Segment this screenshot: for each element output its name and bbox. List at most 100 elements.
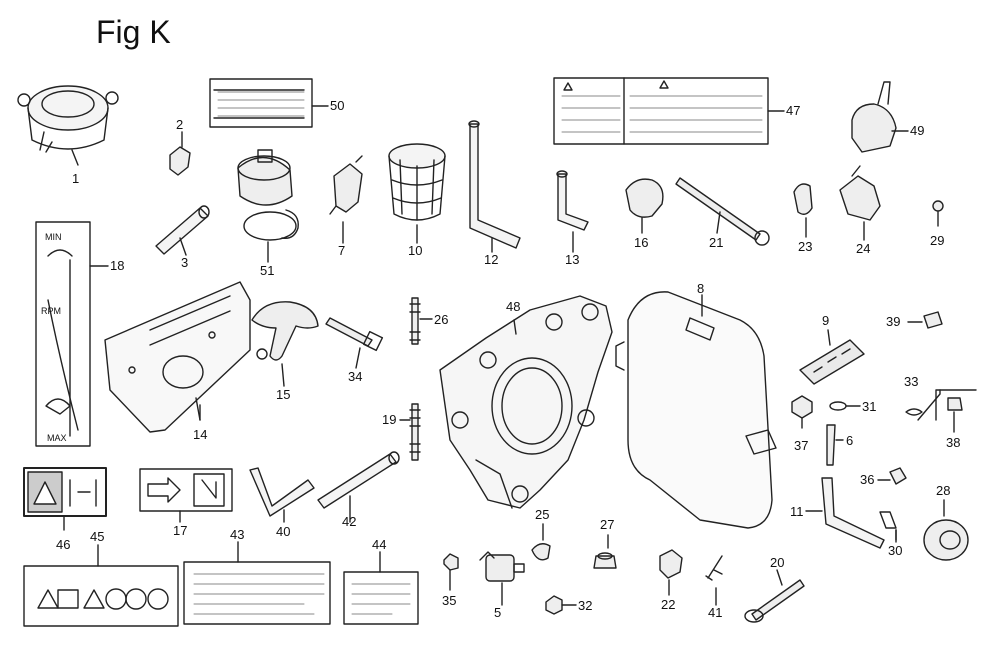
callout-44: 44 [372, 537, 387, 552]
callout-25: 25 [535, 507, 550, 522]
figure-title: Fig K [96, 14, 171, 50]
callout-26: 26 [434, 312, 449, 327]
part-46-warning-decal [23, 467, 107, 517]
part-45-warning-label [23, 565, 179, 627]
callout-35: 35 [442, 593, 457, 608]
part-36-clip [889, 467, 907, 485]
part-24-bracket [839, 165, 881, 221]
part-2-clip [169, 146, 191, 176]
gauge-rpm-label: RPM [41, 306, 61, 316]
part-16-cap [625, 178, 664, 218]
callout-42: 42 [342, 514, 357, 529]
part-8-cover [615, 291, 777, 529]
callout-17: 17 [173, 523, 188, 538]
callout-14: 14 [193, 427, 208, 442]
part-22-nut [659, 549, 683, 579]
part-13-elbow [556, 170, 589, 231]
part-11-elbow-tube [821, 477, 897, 549]
callout-50: 50 [330, 98, 345, 113]
callout-37: 37 [794, 438, 809, 453]
callout-1: 1 [72, 171, 80, 186]
part-18-gauge-decal [35, 221, 91, 447]
callout-47: 47 [786, 103, 801, 118]
part-17-arrow-label [139, 468, 233, 512]
part-38-bracket [935, 389, 977, 421]
callout-6: 6 [846, 433, 854, 448]
part-40-bent-tube [249, 467, 315, 517]
part-48-housing [439, 295, 613, 509]
callout-15: 15 [276, 387, 291, 402]
callout-24: 24 [856, 241, 871, 256]
callout-5: 5 [494, 605, 502, 620]
part-34-bolt [325, 317, 384, 352]
part-31-washer [829, 401, 847, 411]
part-10-strainer [388, 143, 446, 221]
part-23-clip [793, 183, 813, 215]
part-26-stud [409, 297, 421, 345]
part-3-tube [155, 205, 210, 255]
callout-51: 51 [260, 263, 275, 278]
part-32-nut [545, 595, 563, 615]
callout-8: 8 [697, 281, 705, 296]
callout-32: 32 [578, 598, 593, 613]
callout-27: 27 [600, 517, 615, 532]
callout-23: 23 [798, 239, 813, 254]
callout-49: 49 [910, 123, 925, 138]
part-28-knob [923, 519, 969, 561]
part-6-pin [826, 424, 836, 466]
callout-36: 36 [860, 472, 875, 487]
callout-30: 30 [888, 543, 903, 558]
callout-33: 33 [904, 374, 919, 389]
callout-12: 12 [484, 252, 499, 267]
part-5-fuel-cock [479, 551, 525, 582]
callout-48: 48 [506, 299, 521, 314]
part-19-stud [409, 403, 421, 461]
part-42-tube [317, 451, 400, 509]
callout-3: 3 [181, 255, 189, 270]
callout-22: 22 [661, 597, 676, 612]
callout-34: 34 [348, 369, 363, 384]
part-50-label [209, 78, 313, 128]
part-43-label [183, 561, 331, 625]
callout-43: 43 [230, 527, 245, 542]
callout-10: 10 [408, 243, 423, 258]
callout-11: 11 [790, 504, 804, 519]
callout-40: 40 [276, 524, 291, 539]
part-49-switch [851, 81, 897, 153]
callout-19: 19 [382, 412, 397, 427]
part-35-nut [443, 553, 459, 571]
gauge-max-label: MAX [47, 433, 67, 443]
part-44-label [343, 571, 419, 625]
callout-16: 16 [634, 235, 649, 250]
part-9-element [799, 339, 865, 385]
part-29-nut [932, 200, 944, 212]
part-37-nut [791, 395, 813, 419]
callout-28: 28 [936, 483, 951, 498]
callout-7: 7 [338, 243, 346, 258]
part-33-washer [905, 389, 941, 421]
part-7-filter [329, 155, 363, 215]
callout-20: 20 [770, 555, 785, 570]
callout-31: 31 [862, 399, 877, 414]
callout-46: 46 [56, 537, 71, 552]
gauge-min-label: MIN [45, 232, 62, 242]
part-20-bolt [744, 579, 805, 623]
callout-39: 39 [886, 314, 901, 329]
callout-45: 45 [90, 529, 105, 544]
callout-9: 9 [822, 313, 830, 328]
callout-29: 29 [930, 233, 945, 248]
callout-38: 38 [946, 435, 961, 450]
part-25-grommet [531, 543, 551, 561]
part-4-plate [104, 281, 251, 433]
callout-18: 18 [110, 258, 125, 273]
part-21-long-bolt [675, 177, 770, 246]
callout-41: 41 [708, 605, 723, 620]
part-51-cap-assembly [237, 149, 299, 241]
part-39-cap [923, 311, 943, 329]
part-47-label [553, 77, 769, 145]
callout-2: 2 [176, 117, 184, 132]
callout-21: 21 [709, 235, 724, 250]
part-15-knob [251, 301, 319, 361]
